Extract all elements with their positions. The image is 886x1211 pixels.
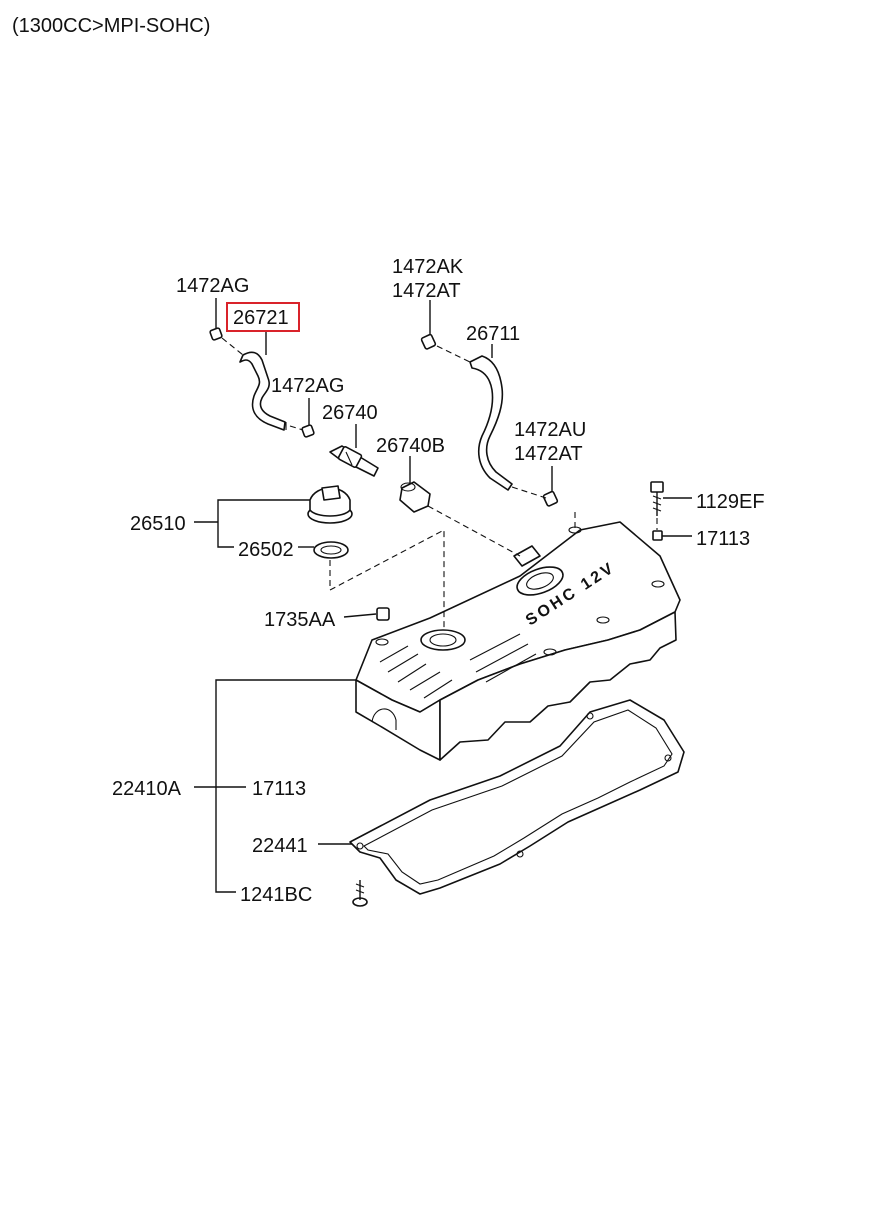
pcv-hose-26721[interactable]: [239, 351, 287, 431]
dashed-guides: [221, 337, 658, 630]
grommet-26740B[interactable]: [399, 481, 431, 513]
label-1472AT-top[interactable]: 1472AT: [392, 280, 461, 302]
label-1241BC[interactable]: 1241BC: [240, 884, 312, 906]
rocker-cover-gasket-22441[interactable]: [349, 699, 685, 895]
label-1735AA[interactable]: 1735AA: [264, 609, 336, 631]
label-1472AU[interactable]: 1472AU: [514, 419, 586, 441]
label-26510[interactable]: 26510: [130, 513, 186, 535]
label-26502[interactable]: 26502: [238, 539, 294, 561]
breather-hose-26711[interactable]: [469, 355, 513, 491]
hose-clamp-1472AU[interactable]: [542, 490, 559, 507]
bolt-1129EF[interactable]: [650, 481, 664, 516]
bolt-1241BC[interactable]: [352, 880, 368, 907]
selected-part-highlight: [226, 302, 300, 332]
label-1472AT-mid[interactable]: 1472AT: [514, 443, 583, 465]
label-22410A[interactable]: 22410A: [112, 778, 182, 800]
filler-cap-gasket-26502[interactable]: [313, 541, 349, 559]
part-labels: 1472AG 26721 1472AG 26740 26740B 1472AK …: [112, 256, 765, 906]
nut-17113-right[interactable]: [652, 530, 663, 541]
label-1472AK[interactable]: 1472AK: [392, 256, 464, 278]
hose-clamp-1472AG-mid[interactable]: [301, 424, 315, 438]
pcv-valve-26740[interactable]: [329, 445, 379, 477]
leader-lines: [194, 298, 692, 893]
label-17113-right[interactable]: 17113: [696, 528, 750, 550]
rocker-cover-22410A[interactable]: SOHC 12V: [355, 521, 681, 761]
label-1472AG-top[interactable]: 1472AG: [176, 275, 249, 297]
plug-1735AA[interactable]: [376, 607, 390, 621]
label-26740B[interactable]: 26740B: [376, 435, 445, 457]
label-22441[interactable]: 22441: [252, 835, 308, 857]
hose-clamp-1472AG-top[interactable]: [209, 327, 223, 341]
label-1129EF[interactable]: 1129EF: [696, 491, 765, 513]
label-1472AG-mid[interactable]: 1472AG: [271, 375, 344, 397]
label-26721[interactable]: 26721: [233, 307, 289, 329]
label-26740[interactable]: 26740: [322, 402, 378, 424]
hose-clamp-1472AK[interactable]: [420, 333, 437, 350]
oil-filler-cap-26510[interactable]: [307, 485, 353, 524]
diagram-title: (1300CC>MPI-SOHC): [12, 15, 210, 37]
label-26711[interactable]: 26711: [466, 323, 520, 345]
label-17113-left[interactable]: 17113: [252, 778, 306, 800]
